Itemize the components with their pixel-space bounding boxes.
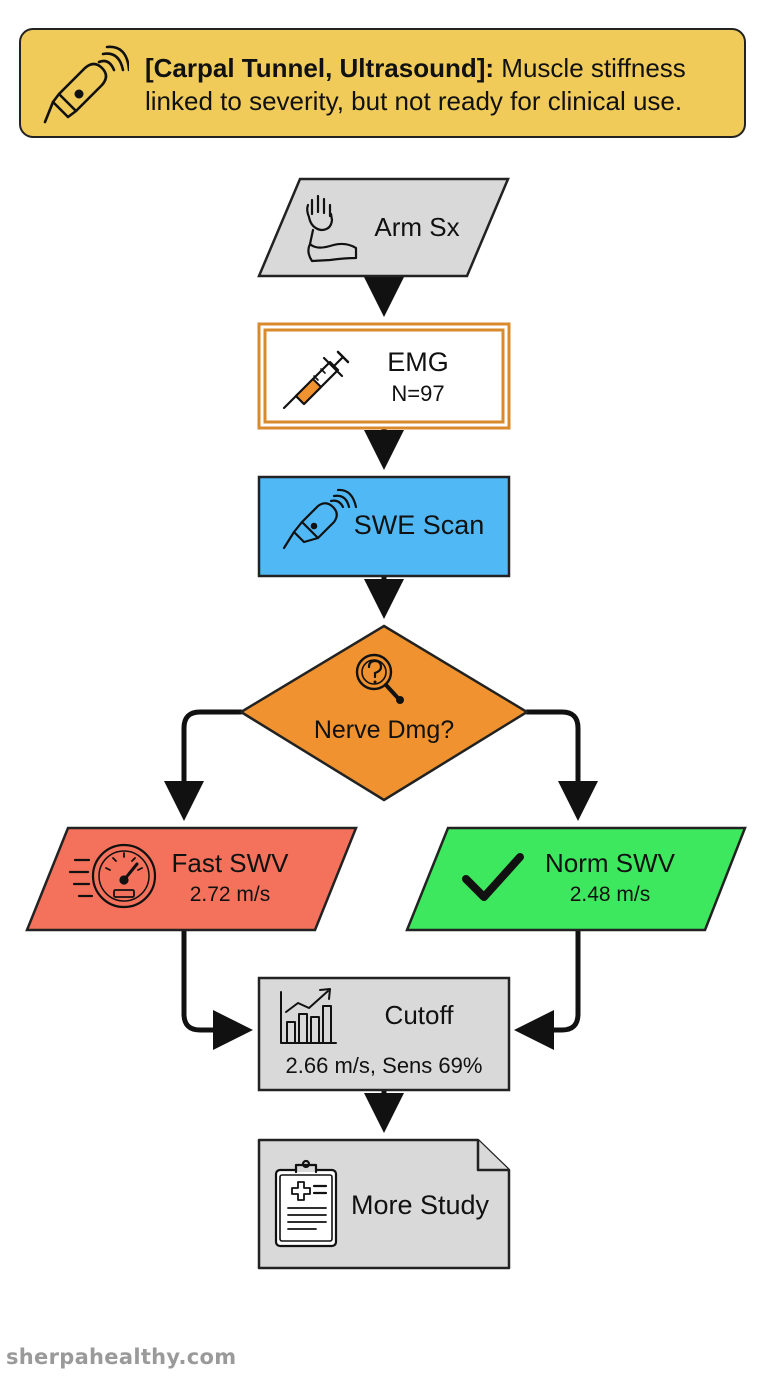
syringe-icon — [282, 350, 350, 410]
arm-sx-label: Arm Sx — [374, 212, 460, 242]
cutoff-label: Cutoff — [384, 1000, 454, 1030]
bar-chart-icon — [280, 988, 337, 1044]
arrow-decision-to-norm — [524, 709, 598, 821]
norm-swv-label: Norm SWV — [545, 848, 675, 878]
fast-swv-label: Fast SWV — [171, 848, 289, 878]
emg-node-outer — [257, 322, 511, 430]
nerve-dmg-label: Nerve Dmg? — [313, 716, 455, 744]
norm-swv-detail: 2.48 m/s — [569, 883, 651, 906]
ultrasound-probe-icon — [43, 45, 129, 124]
nerve-dmg-node — [238, 624, 530, 802]
header-text: [Carpal Tunnel, Ultrasound]: Muscle stif… — [145, 52, 735, 118]
arrow-fast-to-cutoff — [181, 927, 253, 1050]
connectors — [164, 273, 598, 1133]
cutoff-detail: 2.66 m/s, Sens 69% — [285, 1053, 483, 1078]
arrow-decision-to-fast — [164, 709, 244, 821]
fast-swv-node — [25, 826, 358, 932]
cutoff-node — [257, 976, 511, 1092]
swe-scan-label: SWE Scan — [353, 510, 485, 540]
speedometer-icon — [68, 843, 157, 909]
arm-hand-icon — [306, 194, 358, 263]
checkmark-icon — [462, 853, 524, 901]
swe-scan-node — [257, 475, 511, 578]
header-banner — [19, 28, 746, 138]
emg-label: EMG — [387, 347, 449, 377]
header-line1-rest: Muscle stiffness — [494, 53, 686, 83]
fast-swv-detail: 2.72 m/s — [189, 883, 271, 906]
emg-detail: N=97 — [391, 381, 445, 406]
header-bold-text: [Carpal Tunnel, Ultrasound]: — [145, 53, 495, 83]
emg-node-inner — [263, 328, 505, 424]
more-study-label: More Study — [350, 1190, 490, 1220]
arm-sx-node — [257, 177, 510, 278]
document-fold — [476, 1140, 509, 1172]
watermark: sherpahealthy.com — [6, 1345, 237, 1369]
clipboard-icon — [274, 1159, 338, 1248]
norm-swv-node — [405, 826, 747, 932]
header-line2: linked to severity, but not ready for cl… — [145, 86, 683, 116]
arrow-norm-to-cutoff — [514, 927, 581, 1050]
ultrasound-probe-icon — [282, 488, 358, 550]
question-magnifier-icon — [355, 653, 404, 704]
